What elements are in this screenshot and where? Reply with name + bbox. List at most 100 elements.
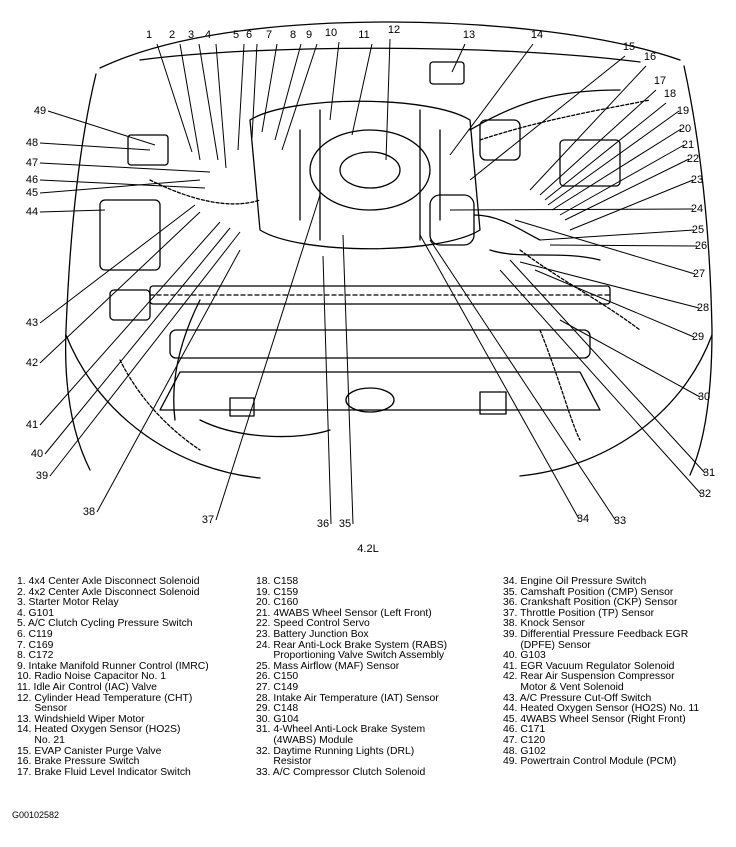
leader-line — [215, 43, 227, 169]
callout-number: 32 — [699, 488, 711, 500]
callout-number: 14 — [531, 29, 543, 41]
callout-number: 38 — [83, 506, 95, 518]
legend-item: No. 21 — [17, 734, 65, 746]
legend-item: 4. G101 — [17, 607, 54, 619]
leader-line — [544, 102, 667, 201]
leader-line — [39, 162, 211, 173]
legend-item: 25. Mass Airflow (MAF) Sensor — [256, 660, 400, 672]
legend-item: 37. Throttle Position (TP) Sensor — [503, 607, 655, 619]
figure-id: G00102582 — [12, 810, 60, 820]
legend-item: 28. Intake Air Temperature (IAT) Sensor — [256, 692, 439, 704]
legend-item: 7. C169 — [17, 639, 54, 651]
legend-item: 11. Idle Air Control (IAC) Valve — [17, 681, 157, 693]
callout-number: 31 — [703, 467, 715, 479]
leader-line — [47, 110, 156, 146]
leader-line — [559, 319, 701, 398]
leader-line — [156, 43, 193, 153]
legend-item: 21. 4WABS Wheel Sensor (Left Front) — [256, 607, 432, 619]
legend-item: 9. Intake Manifold Runner Control (IMRC) — [17, 660, 209, 672]
callout-number: 35 — [339, 518, 351, 530]
leader-line — [237, 43, 245, 151]
leader-line — [39, 221, 221, 426]
legend-item: 29. C148 — [256, 703, 299, 715]
legend-item: 49. Powertrain Control Module (PCM) — [503, 756, 677, 768]
callout-number: 3 — [188, 29, 194, 41]
leader-line — [198, 43, 219, 161]
legend-item: 42. Rear Air Suspension Compressor — [503, 671, 675, 683]
leader-line — [49, 231, 241, 477]
callout-number: 41 — [26, 419, 38, 431]
legend-item: 6. C119 — [17, 628, 53, 640]
leader-line — [429, 239, 617, 522]
callout-number: 49 — [34, 105, 46, 117]
callout-number: 23 — [691, 174, 703, 186]
leader-line — [44, 227, 231, 455]
leader-line — [329, 41, 340, 121]
leader-line — [274, 43, 302, 141]
leader-line — [39, 209, 106, 213]
callout-number: 7 — [266, 29, 272, 41]
legend-item: 40. G103 — [503, 650, 546, 662]
legend-item: 10. Radio Noise Capacitor No. 1 — [17, 671, 167, 683]
legend-item: 22. Speed Control Servo — [256, 618, 370, 630]
leader-line — [39, 204, 196, 324]
legend-item: 48. G102 — [503, 745, 546, 757]
leader-line — [569, 179, 694, 231]
legend-item: 41. EGR Vacuum Regulator Solenoid — [503, 660, 675, 672]
leader-line — [519, 261, 700, 309]
legend-item: (4WABS) Module — [256, 734, 354, 746]
callout-number: 30 — [698, 391, 710, 403]
legend-item: 26. C150 — [256, 671, 299, 683]
callout-number: 29 — [692, 331, 704, 343]
legend-item: Motor & Vent Solenoid — [503, 681, 624, 693]
legend-item: (DPFE) Sensor — [503, 639, 591, 651]
callout-number: 4 — [205, 29, 211, 41]
callout-number: 8 — [290, 29, 296, 41]
legend-item: 5. A/C Clutch Cycling Pressure Switch — [17, 618, 193, 630]
legend-item: 34. Engine Oil Pressure Switch — [503, 576, 647, 587]
legend-item: 32. Daytime Running Lights (DRL) — [256, 745, 415, 757]
leader-line — [351, 43, 373, 136]
leader-line — [469, 55, 626, 181]
legend-item: 38. Knock Sensor — [503, 618, 586, 630]
legend-item: 20. C160 — [256, 597, 299, 609]
callout-number: 36 — [317, 518, 329, 530]
callout-number: 45 — [26, 187, 38, 199]
leader-line — [96, 249, 241, 513]
callout-number: 21 — [682, 139, 694, 151]
legend-item: 30. G104 — [256, 713, 299, 725]
legend-item: 23. Battery Junction Box — [256, 628, 369, 640]
callout-number: 10 — [325, 27, 337, 39]
callout-number: 18 — [664, 88, 676, 100]
legend-item: Resistor — [256, 756, 312, 768]
legend-item: 17. Brake Fluid Level Indicator Switch — [17, 766, 191, 778]
leader-line — [39, 211, 201, 364]
leader-line — [514, 219, 696, 275]
legend-item: 8. C172 — [17, 650, 54, 662]
leader-line — [449, 208, 694, 211]
callout-number: 46 — [26, 174, 38, 186]
legend-item: 24. Rear Anti-Lock Brake System (RABS) — [256, 639, 448, 651]
leader-line — [251, 43, 258, 139]
callout-number: 34 — [577, 513, 589, 525]
callout-number: 24 — [691, 203, 703, 215]
callout-leader-lines — [39, 38, 706, 525]
legend-item: 1. 4x4 Center Axle Disconnect Solenoid — [17, 576, 200, 587]
callout-number: 44 — [26, 206, 38, 218]
legend-item: 16. Brake Pressure Switch — [17, 756, 140, 768]
leader-line — [551, 128, 682, 211]
callout-number: 2 — [169, 29, 175, 41]
callout-number: 48 — [26, 137, 38, 149]
legend-item: 13. Windshield Wiper Motor — [17, 713, 145, 725]
callout-number: 43 — [26, 317, 38, 329]
callout-number: 42 — [26, 357, 38, 369]
leader-line — [559, 144, 685, 216]
leader-line — [529, 65, 647, 191]
leader-line — [534, 269, 695, 338]
callout-number: 17 — [654, 75, 666, 87]
